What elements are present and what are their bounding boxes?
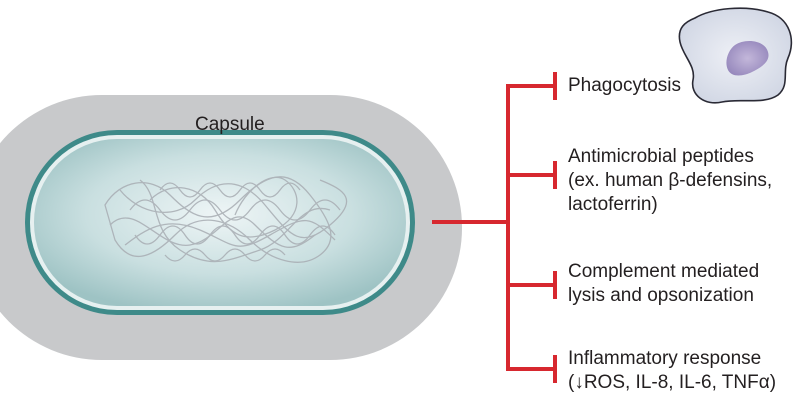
effect-line: (ex. human β-defensins, <box>568 170 773 191</box>
effect-line: (↓ROS, IL-8, IL-6, TNFα) <box>568 372 777 393</box>
effect-line: lactoferrin) <box>568 194 658 215</box>
effect-line: Complement mediated <box>568 261 760 282</box>
effect-antimicrobial-peptides: Antimicrobial peptides (ex. human β-defe… <box>568 145 772 217</box>
inhibition-tree <box>432 72 557 383</box>
effect-line: Antimicrobial peptides <box>568 146 754 167</box>
effect-complement: Complement mediated lysis and opsonizati… <box>568 260 759 308</box>
phagocyte-cell-icon <box>678 7 793 104</box>
effect-line: Phagocytosis <box>568 75 682 96</box>
capsule-label: Capsule <box>195 114 265 135</box>
effect-line: Inflammatory response <box>568 348 762 369</box>
effect-inflammatory-response: Inflammatory response (↓ROS, IL-8, IL-6,… <box>568 347 776 395</box>
effect-phagocytosis: Phagocytosis <box>568 74 681 98</box>
effect-line: lysis and opsonization <box>568 285 754 306</box>
cytoplasm <box>34 139 406 306</box>
dna-tangle <box>104 176 348 263</box>
